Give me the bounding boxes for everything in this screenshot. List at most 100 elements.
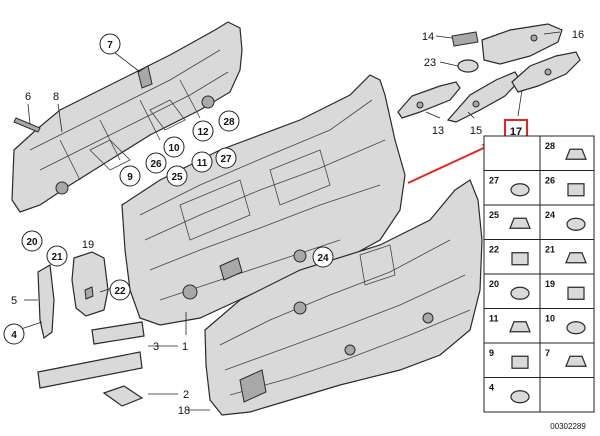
- legend-label: 11: [489, 314, 499, 324]
- legend-label: 20: [489, 279, 499, 289]
- callout-25: 25: [166, 165, 188, 187]
- label-6: 6: [25, 91, 31, 103]
- callout-21: 21: [46, 245, 68, 267]
- legend-cell-4: 4: [489, 383, 530, 404]
- legend-part-icon: [567, 183, 585, 197]
- svg-text:12: 12: [197, 127, 209, 138]
- label-8: 8: [53, 91, 59, 103]
- legend-cell-22: 22: [489, 245, 529, 266]
- legend-cell-28: 28: [545, 141, 587, 160]
- svg-text:21: 21: [51, 252, 63, 263]
- part-cover-13-detail: [416, 101, 424, 109]
- legend-label: 28: [545, 141, 555, 151]
- callout-22: 22: [109, 279, 131, 301]
- part-spring-14: [451, 31, 479, 47]
- legend-cell-21: 21: [545, 245, 587, 264]
- svg-text:9: 9: [127, 172, 133, 183]
- label-13: 13: [432, 125, 444, 137]
- svg-text:26: 26: [150, 159, 162, 170]
- svg-text:27: 27: [220, 154, 232, 165]
- label-2: 2: [183, 389, 189, 401]
- leader-lines: [17, 31, 561, 411]
- legend-label: 21: [545, 245, 555, 255]
- label-3: 3: [153, 341, 159, 353]
- svg-text:22: 22: [114, 286, 126, 297]
- callout-27: 27: [215, 147, 237, 169]
- legend-label: 7: [545, 348, 550, 358]
- svg-text:11: 11: [197, 158, 208, 169]
- legend-part-icon: [565, 355, 587, 367]
- part-cover-17-detail: [544, 68, 552, 76]
- part-cover-15: [446, 71, 521, 123]
- callout-10: 10: [163, 136, 185, 158]
- part-lower-panel-18: [204, 179, 483, 416]
- svg-text:7: 7: [107, 40, 113, 51]
- part-panel-19: [71, 251, 109, 317]
- legend-label: 22: [489, 245, 499, 255]
- legend-part-icon: [566, 217, 586, 231]
- callout-26: 26: [145, 152, 167, 174]
- callout-20: 20: [21, 230, 43, 252]
- document-code: 00302289: [550, 422, 586, 431]
- legend-part-icon: [566, 321, 586, 335]
- label-19: 19: [82, 239, 94, 251]
- svg-text:17: 17: [510, 126, 522, 138]
- part-cover-15-detail: [472, 100, 480, 108]
- label-18: 18: [178, 405, 190, 417]
- legend-label: 4: [489, 383, 494, 393]
- legend-cell-7: 7: [545, 348, 587, 367]
- legend-cell-25: 25: [489, 210, 531, 229]
- label-16: 16: [572, 29, 584, 41]
- svg-text:20: 20: [26, 237, 38, 248]
- callout-24: 24: [312, 246, 334, 268]
- part-pad-23: [457, 59, 479, 73]
- callout-11: 11: [191, 151, 213, 173]
- callout-28: 28: [218, 110, 240, 132]
- legend-cell-19: 19: [545, 279, 585, 300]
- part-cover-16: [481, 23, 563, 65]
- legend-part-icon: [510, 183, 530, 197]
- legend-label: 24: [545, 210, 555, 220]
- part-trim-strip-8: [11, 21, 243, 213]
- legend-cell-9: 9: [489, 348, 529, 369]
- part-cover-13: [397, 81, 461, 119]
- part-clip-6: [13, 117, 41, 133]
- legend-label: 25: [489, 210, 499, 220]
- legend-part-icon: [567, 286, 585, 300]
- legend-label: 10: [545, 314, 555, 324]
- part-strip-5: [37, 264, 55, 340]
- legend-label: 27: [489, 176, 499, 186]
- label-5: 5: [11, 295, 17, 307]
- legend-cell-27: 27: [489, 176, 530, 197]
- legend-cell-11: 11: [489, 314, 531, 333]
- svg-text:24: 24: [317, 253, 329, 264]
- legend-part-icon: [511, 355, 529, 369]
- svg-text:28: 28: [223, 117, 235, 128]
- legend-part-icon: [510, 390, 530, 404]
- legend-part-icon: [565, 148, 587, 160]
- svg-text:10: 10: [168, 143, 180, 154]
- legend-cell-10: 10: [545, 314, 586, 335]
- callout-12: 12: [192, 120, 214, 142]
- legend-cell-20: 20: [489, 279, 530, 300]
- callout-7: 7: [99, 33, 121, 55]
- svg-text:25: 25: [171, 172, 183, 183]
- legend-label: 19: [545, 279, 555, 289]
- callout-4: 4: [3, 323, 25, 345]
- legend-panel: 28 27 26 25 24 22 21 20 19 11 10 9 7 4: [483, 135, 595, 413]
- legend-part-icon: [509, 321, 531, 333]
- part-strip-3-lower: [37, 351, 143, 389]
- svg-text:4: 4: [11, 330, 17, 341]
- label-15: 15: [470, 125, 482, 137]
- legend-part-icon: [510, 286, 530, 300]
- label-14: 14: [422, 31, 434, 43]
- legend-label: 26: [545, 176, 555, 186]
- part-cover-16-detail: [530, 34, 538, 42]
- legend-part-icon: [511, 252, 529, 266]
- legend-part-icon: [509, 217, 531, 229]
- legend-cell-24: 24: [545, 210, 586, 231]
- part-panel-19-detail: [84, 286, 94, 300]
- callout-9: 9: [119, 165, 141, 187]
- highlight-arrow: [407, 143, 494, 184]
